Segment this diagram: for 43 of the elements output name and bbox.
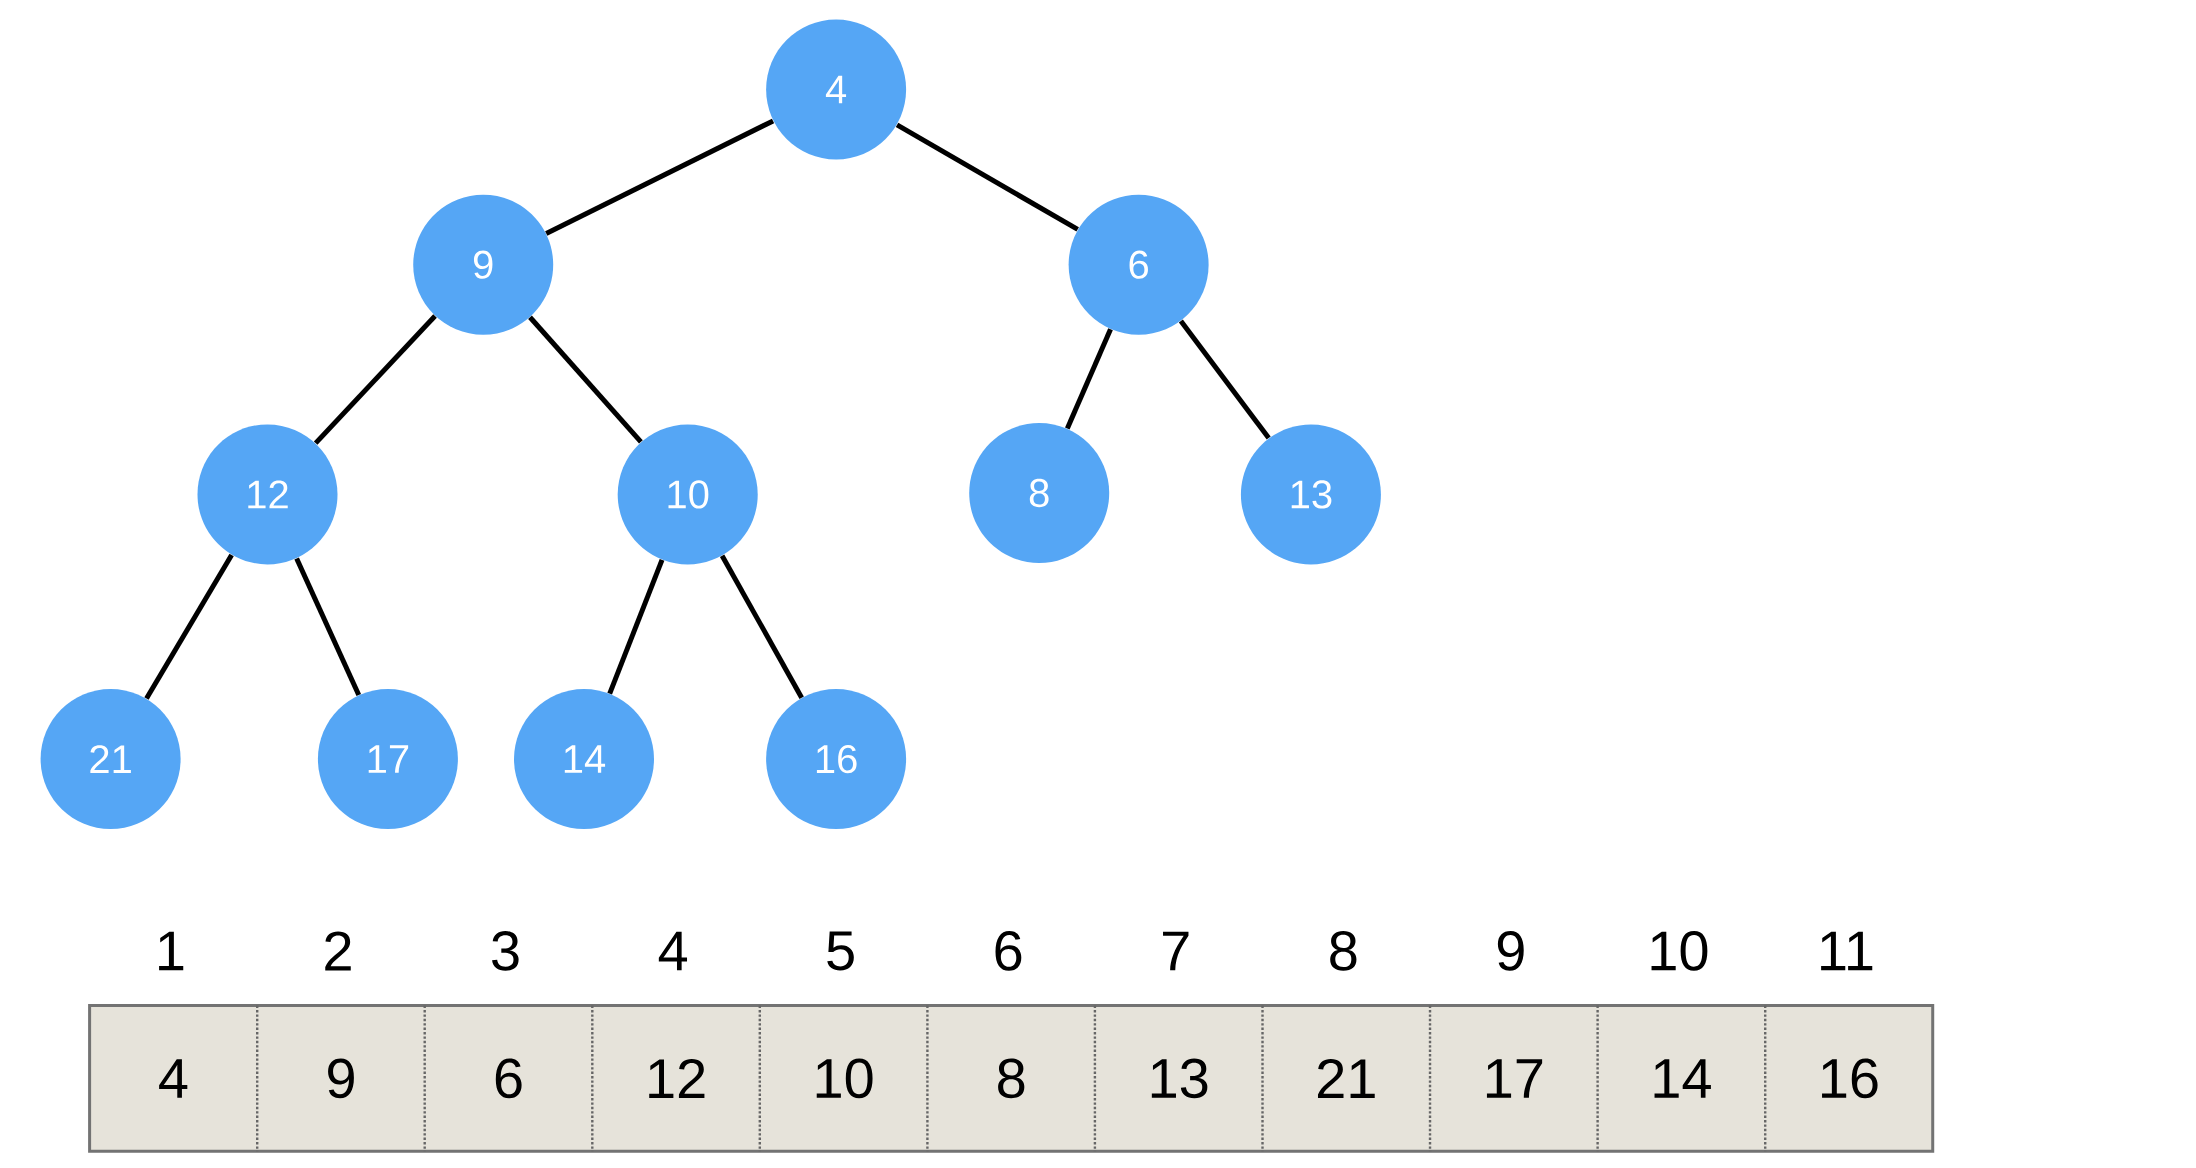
tree-node: 4 xyxy=(766,19,907,160)
array-cell-value: 21 xyxy=(1318,1058,1375,1098)
tree-edge xyxy=(313,314,437,445)
index-label: 10 xyxy=(1651,931,1708,971)
tree-edge xyxy=(545,118,775,236)
index-label: 4 xyxy=(658,931,687,971)
index-label: 7 xyxy=(1163,931,1189,971)
array-cell-value: 9 xyxy=(328,1058,354,1099)
index-label: 5 xyxy=(827,931,854,971)
array-cell-value: 13 xyxy=(1151,1058,1208,1099)
tree-edge xyxy=(294,557,362,697)
array-cell-value: 4 xyxy=(159,1059,188,1098)
tree-edge xyxy=(1065,328,1113,430)
tree-edge xyxy=(144,553,234,700)
array-cell-value: 17 xyxy=(1486,1059,1543,1098)
tree-node: 10 xyxy=(617,424,758,565)
tree-edge xyxy=(719,554,804,699)
tree-node: 13 xyxy=(1240,424,1381,565)
tree-edge xyxy=(895,122,1079,232)
array-cell-value: 10 xyxy=(816,1058,873,1099)
array-cell-value: 8 xyxy=(998,1058,1025,1099)
tree-node: 6 xyxy=(1068,194,1209,335)
tree-edge xyxy=(607,559,665,695)
tree-edge xyxy=(528,315,643,444)
tree-edge xyxy=(1178,319,1271,440)
tree-node: 21 xyxy=(40,689,181,830)
index-label: 6 xyxy=(995,931,1022,971)
array-cell-value: 12 xyxy=(649,1058,705,1098)
index-label: 2 xyxy=(325,931,351,971)
index-label: 8 xyxy=(1330,931,1357,971)
array-cell-value: 14 xyxy=(1654,1059,1711,1098)
tree-node: 17 xyxy=(317,689,458,830)
tree-node: 8 xyxy=(969,423,1110,563)
tree-node: 16 xyxy=(766,689,907,830)
index-label: 11 xyxy=(1821,931,1873,971)
array-cell-value: 16 xyxy=(1822,1058,1878,1099)
index-label: 3 xyxy=(492,931,519,971)
tree-node: 14 xyxy=(514,689,654,830)
tree-node: 9 xyxy=(413,194,554,335)
index-label: 9 xyxy=(1497,931,1524,971)
index-label: 1 xyxy=(159,931,184,971)
array-cell-value: 6 xyxy=(495,1058,522,1099)
tree-node: 12 xyxy=(197,424,338,565)
